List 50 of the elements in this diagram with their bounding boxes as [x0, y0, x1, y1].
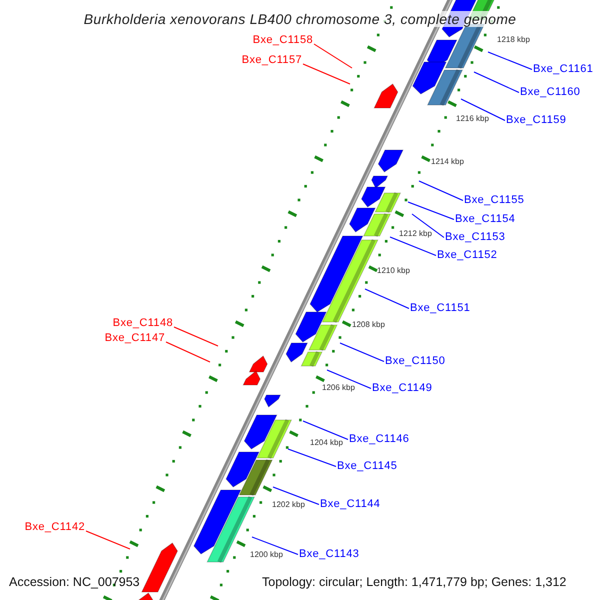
gene-label: Bxe_C1146	[349, 434, 410, 445]
leader-line	[314, 44, 352, 68]
leader-line	[460, 98, 506, 121]
genome-summary-text: Topology: circular; Length: 1,471,779 bp; Genes: 1,312	[262, 576, 566, 588]
gene-label: Bxe_C1160	[520, 87, 580, 98]
gene-label: Bxe_C1157	[242, 55, 302, 66]
leader-line	[272, 486, 320, 505]
leader-line	[474, 72, 520, 93]
gene-label: Bxe_C1149	[372, 383, 432, 394]
scale-label: 1204 kbp	[310, 439, 343, 447]
gene-label: Bxe_C1159	[506, 115, 566, 126]
leader-line	[302, 420, 348, 440]
scale-label: 1210 kbp	[377, 267, 410, 275]
gene-label: Bxe_C1161	[533, 64, 594, 75]
gene-label: Bxe_C1153	[445, 232, 506, 243]
leader-line	[166, 342, 210, 362]
gene-label: Bxe_C1151	[410, 303, 470, 314]
gene-label: Bxe_C1154	[455, 214, 516, 225]
gene-label: Bxe_C1142	[24, 522, 85, 533]
gene-label: Bxe_C1155	[464, 195, 524, 206]
leader-line	[408, 202, 454, 220]
accession-text: Accession: NC_007953	[9, 576, 140, 588]
leader-line	[340, 342, 384, 362]
leader-line	[488, 52, 532, 70]
leader-line	[418, 180, 464, 201]
scale-label: 1202 kbp	[272, 501, 305, 509]
leader-line	[174, 326, 218, 346]
gene-label: Bxe_C1152	[437, 250, 498, 261]
scale-label: 1208 kbp	[352, 321, 385, 329]
leader-line	[288, 448, 336, 467]
leader-line	[390, 236, 436, 256]
leader-line	[326, 370, 372, 389]
scale-label: 1200 kbp	[250, 551, 283, 559]
leader-line	[364, 288, 410, 309]
leader-line	[302, 64, 350, 84]
gene-label: Bxe_C1150	[385, 356, 446, 367]
leader-line	[86, 530, 130, 550]
gene-label: Bxe_C1144	[320, 499, 380, 510]
gene-label: Bxe_C1158	[252, 35, 313, 46]
scale-label: 1212 kbp	[399, 230, 432, 238]
leader-line	[252, 536, 298, 555]
scale-label: 1218 kbp	[497, 36, 530, 44]
gene-label: Bxe_C1145	[337, 461, 398, 472]
leader-line	[412, 214, 444, 238]
gene-label: Bxe_C1147	[104, 333, 165, 344]
scale-label: 1214 kbp	[431, 158, 464, 166]
scale-label: 1216 kbp	[456, 115, 489, 123]
gene-label: Bxe_C1148	[112, 318, 173, 329]
gene-label: Bxe_C1143	[299, 549, 360, 560]
scale-label: 1206 kbp	[322, 384, 355, 392]
